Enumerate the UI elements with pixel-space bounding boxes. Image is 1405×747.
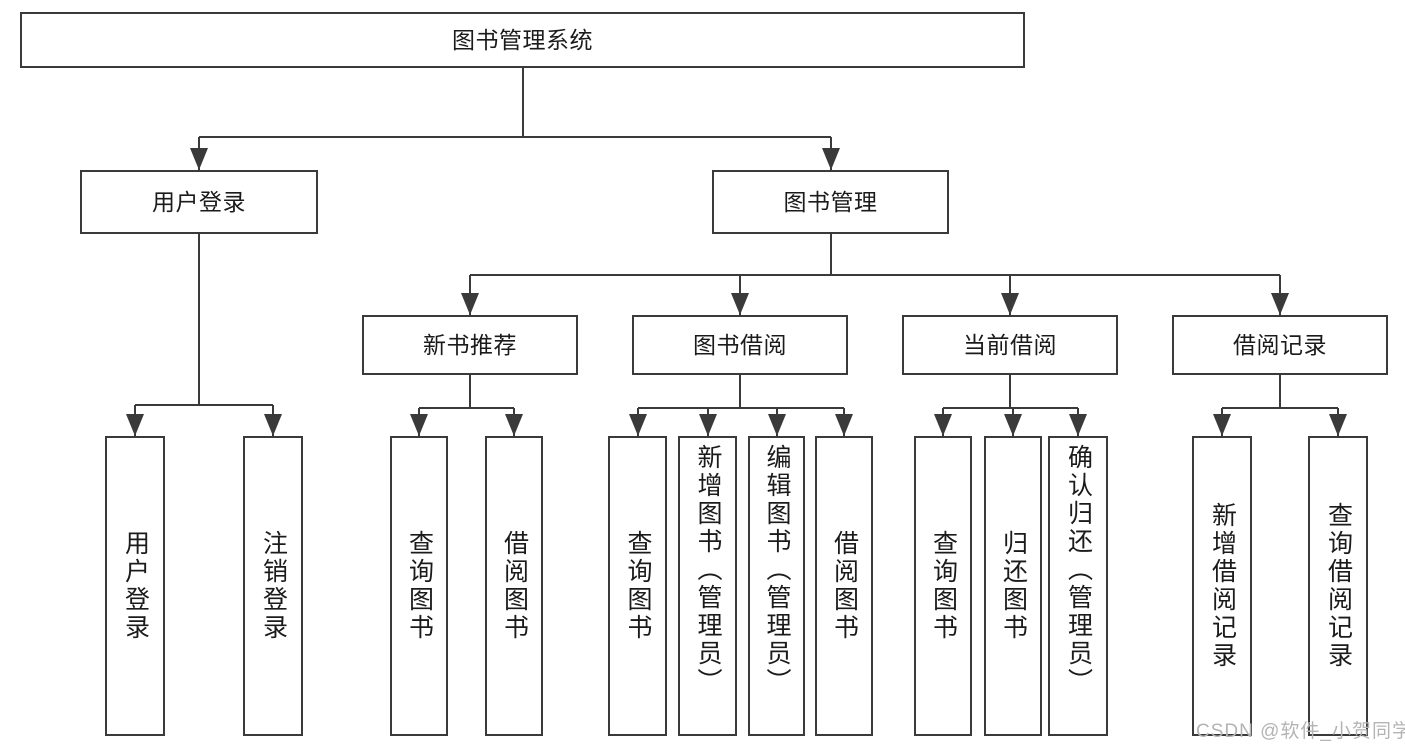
node-label: 借阅图书: [500, 530, 529, 642]
arrowhead-icon: [461, 293, 479, 315]
arrowhead-icon: [1004, 414, 1022, 436]
node-leaf-add-record[interactable]: 新增借阅记录: [1192, 436, 1252, 736]
arrowhead-icon: [822, 148, 840, 170]
arrowhead-icon: [1069, 414, 1087, 436]
node-leaf-query-book-1[interactable]: 查询图书: [390, 436, 448, 736]
arrowhead-icon: [1329, 414, 1347, 436]
arrowhead-icon: [934, 414, 952, 436]
node-leaf-add-book[interactable]: 新增图书（管理员）: [678, 436, 737, 736]
arrowhead-icon: [190, 148, 208, 170]
node-label: 借阅图书: [830, 530, 859, 642]
arrowhead-icon: [264, 414, 282, 436]
node-root[interactable]: 图书管理系统: [20, 12, 1025, 68]
node-label: 归还图书: [999, 530, 1028, 642]
node-leaf-borrow-book-1[interactable]: 借阅图书: [485, 436, 543, 736]
node-label: 用户登录: [152, 188, 246, 215]
node-label: 查询图书: [624, 530, 652, 642]
node-leaf-query-book-2[interactable]: 查询图书: [608, 436, 667, 736]
node-label: 查询图书: [929, 530, 958, 642]
node-label: 借阅记录: [1233, 331, 1327, 358]
node-leaf-query-book-3[interactable]: 查询图书: [914, 436, 972, 736]
node-leaf-user-logout[interactable]: 注销登录: [243, 436, 303, 736]
node-label: 图书管理系统: [452, 26, 593, 53]
arrowhead-icon: [835, 414, 853, 436]
arrowhead-icon: [1001, 293, 1019, 315]
node-label: 编辑图书（管理员）: [763, 444, 791, 696]
node-current-borrow[interactable]: 当前借阅: [902, 315, 1118, 375]
node-label: 图书管理: [783, 188, 878, 215]
node-borrow-record[interactable]: 借阅记录: [1172, 315, 1388, 375]
node-label: 图书借阅: [693, 331, 787, 358]
node-leaf-user-login[interactable]: 用户登录: [105, 436, 165, 736]
arrowhead-icon: [768, 414, 786, 436]
node-label: 用户登录: [121, 530, 150, 642]
node-label: 查询图书: [405, 530, 434, 642]
node-label: 确认归还（管理员）: [1064, 444, 1093, 696]
node-label: 查询借阅记录: [1324, 502, 1353, 670]
node-leaf-query-record[interactable]: 查询借阅记录: [1308, 436, 1368, 736]
node-label: 新增借阅记录: [1208, 502, 1237, 670]
node-label: 新增图书（管理员）: [694, 444, 722, 696]
node-user-login[interactable]: 用户登录: [80, 170, 318, 234]
arrowhead-icon: [699, 414, 717, 436]
arrowhead-icon: [629, 414, 647, 436]
node-new-book-recommend[interactable]: 新书推荐: [362, 315, 578, 375]
arrowhead-icon: [410, 414, 428, 436]
arrowhead-icon: [505, 414, 523, 436]
node-leaf-borrow-book-2[interactable]: 借阅图书: [815, 436, 873, 736]
arrowhead-icon: [1213, 414, 1231, 436]
node-book-manage[interactable]: 图书管理: [712, 170, 949, 234]
arrowhead-icon: [1271, 293, 1289, 315]
node-leaf-return-book[interactable]: 归还图书: [984, 436, 1042, 736]
node-label: 注销登录: [259, 530, 288, 642]
arrowhead-icon: [731, 293, 749, 315]
node-book-borrow[interactable]: 图书借阅: [632, 315, 848, 375]
node-leaf-edit-book[interactable]: 编辑图书（管理员）: [748, 436, 805, 736]
node-label: 当前借阅: [963, 331, 1057, 358]
node-label: 新书推荐: [423, 331, 517, 358]
arrowhead-icon: [126, 414, 144, 436]
node-leaf-confirm-return[interactable]: 确认归还（管理员）: [1048, 436, 1108, 736]
